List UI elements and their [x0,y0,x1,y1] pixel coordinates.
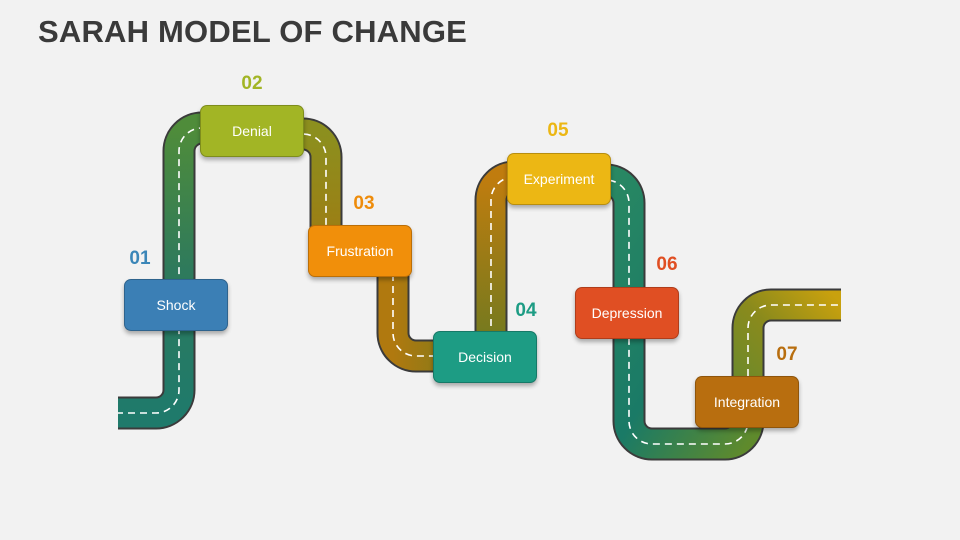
stage-depression: Depression [575,287,679,339]
stage-number-02: 02 [241,73,263,94]
stage-experiment: Experiment [507,153,611,205]
stage-decision: Decision [433,331,537,383]
stage-number-05: 05 [547,120,569,141]
stage-number-07: 07 [776,344,798,365]
page-title: SARAH MODEL OF CHANGE [38,14,468,49]
stage-number-03: 03 [353,193,375,214]
stage-number-06: 06 [656,254,678,275]
stage-shock: Shock [124,279,228,331]
stage-denial: Denial [200,105,304,157]
stage-integration: Integration [695,376,799,428]
stage-number-01: 01 [129,248,151,269]
stage-frustration: Frustration [308,225,412,277]
stage-number-04: 04 [515,300,537,321]
